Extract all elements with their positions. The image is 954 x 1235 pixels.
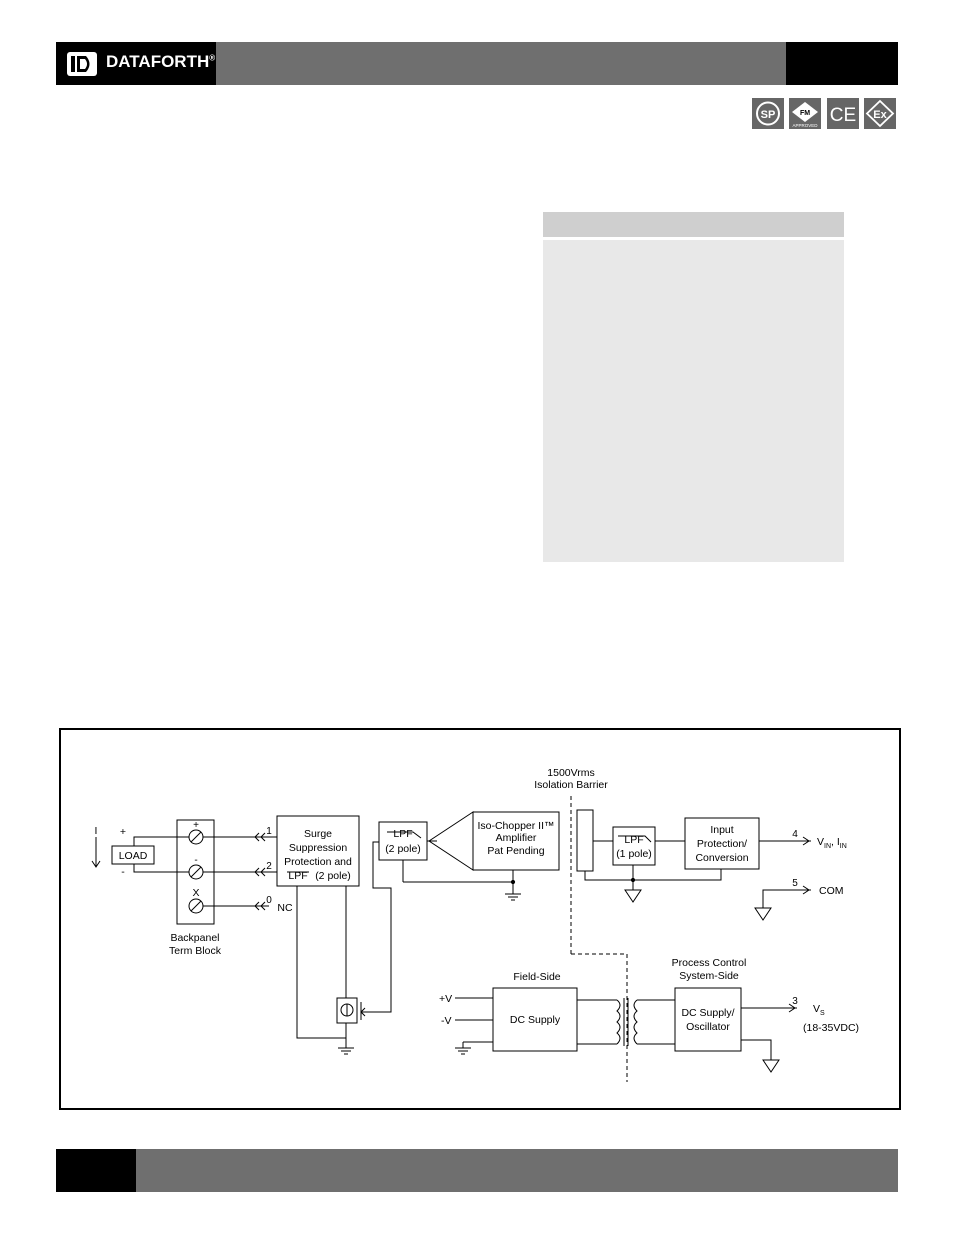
process-side-label-2: System-Side: [679, 970, 739, 982]
field-side-label: Field-Side: [513, 971, 560, 983]
com-label: COM: [819, 885, 844, 897]
footer-bar: [56, 1149, 898, 1192]
pin-0-label: 0: [266, 895, 272, 906]
load-label: LOAD: [119, 850, 148, 862]
nc-label: NC: [277, 902, 293, 914]
lpf1-text-1: LPF: [624, 834, 643, 846]
minus-v-label: -V: [441, 1015, 452, 1027]
ce-mark-icon: CE: [827, 98, 859, 129]
footer-black-block: [56, 1149, 136, 1192]
current-source-box: [336, 997, 358, 1024]
load-box: [111, 845, 155, 865]
pin-2-label: 2: [266, 861, 272, 872]
sidebar-panel-body: [543, 240, 844, 562]
ground-triangle-3: [762, 1059, 780, 1073]
ground-triangle-2: [754, 907, 772, 921]
surge-protection-box: [276, 815, 360, 887]
csa-icon: SP: [752, 98, 784, 129]
process-side-label-1: Process Control: [672, 957, 747, 969]
input-protection-text-2: Protection/: [697, 838, 747, 850]
amplifier-box: [472, 811, 560, 871]
vin-iin-label: VIN, IIN: [817, 836, 847, 850]
block-diagram: 1500Vrms Isolation Barrier I LOAD + - + …: [91, 767, 859, 1082]
sidebar-panel-header: [543, 212, 844, 237]
term-x-label: X: [192, 887, 199, 899]
dc-supply-label: DC Supply: [510, 1014, 561, 1026]
load-plus-wire: [133, 836, 189, 846]
current-label: I: [95, 825, 98, 837]
term-plus-label: +: [193, 820, 199, 831]
pin-4-label: 4: [792, 829, 798, 840]
input-protection-box: [684, 817, 760, 870]
input-protection-text-1: Input: [710, 824, 733, 836]
isolation-output-box: [576, 809, 594, 872]
block-diagram-frame: 1500Vrms Isolation Barrier I LOAD + - + …: [59, 728, 901, 1110]
surge-text-3: Protection and: [284, 856, 352, 868]
pin-3-label: 3: [792, 996, 798, 1007]
amplifier-text-2: Amplifier: [496, 832, 537, 844]
load-minus-wire: [133, 864, 189, 873]
amplifier-text-1: Iso-Chopper II™: [477, 820, 554, 832]
lpf2-text-2: (2 pole): [385, 843, 421, 855]
surge-text-lpf: LPF: [288, 870, 307, 882]
surge-text-2: Suppression: [289, 842, 348, 854]
plus-v-label: +V: [439, 993, 452, 1005]
fm-icon-text: FM: [800, 110, 810, 117]
load-minus-label: -: [121, 866, 125, 878]
dc-supply-osc-label-1: DC Supply/: [681, 1007, 734, 1019]
lpf1-text-2: (1 pole): [616, 848, 652, 860]
term-block-caption-2: Term Block: [169, 945, 222, 957]
registered-mark: ®: [209, 53, 216, 63]
certification-icons: SP FM APPROVED CE Ex: [752, 98, 896, 129]
input-protection-text-3: Conversion: [695, 852, 748, 864]
pin-5-label: 5: [792, 878, 798, 889]
ex-icon-text: Ex: [873, 109, 887, 121]
ex-mark-icon: Ex: [864, 98, 896, 129]
barrier-label-1: 1500Vrms: [547, 767, 594, 779]
surge-text-1: Surge: [304, 828, 332, 840]
fm-approved-icon: FM APPROVED: [789, 98, 821, 129]
header-black-block: [786, 42, 898, 85]
csa-icon-text: SP: [761, 109, 776, 121]
brand-name: DATAFORTH®: [106, 52, 216, 71]
dataforth-logo-icon: [67, 52, 97, 76]
pin-1-label: 1: [266, 826, 272, 837]
barrier-label-2: Isolation Barrier: [534, 779, 608, 791]
vs-range-label: (18-35VDC): [803, 1022, 859, 1034]
term-minus-label: -: [194, 855, 197, 866]
ce-icon-text: CE: [830, 105, 856, 126]
lpf2-text-1: LPF: [393, 828, 412, 840]
dc-supply-oscillator-box: [674, 987, 742, 1052]
load-plus-label: +: [120, 826, 126, 838]
lpf-1pole-box: [612, 826, 656, 866]
current-arrow-head: [91, 860, 101, 868]
ground-triangle-1: [624, 889, 642, 903]
fm-icon-subtext: APPROVED: [792, 123, 818, 128]
amplifier-text-3: Pat Pending: [487, 845, 544, 857]
vs-label: VS: [813, 1003, 825, 1017]
term-block-caption-1: Backpanel: [170, 932, 219, 944]
surge-text-pole: (2 pole): [315, 870, 351, 882]
dc-supply-osc-label-2: Oscillator: [686, 1021, 730, 1033]
